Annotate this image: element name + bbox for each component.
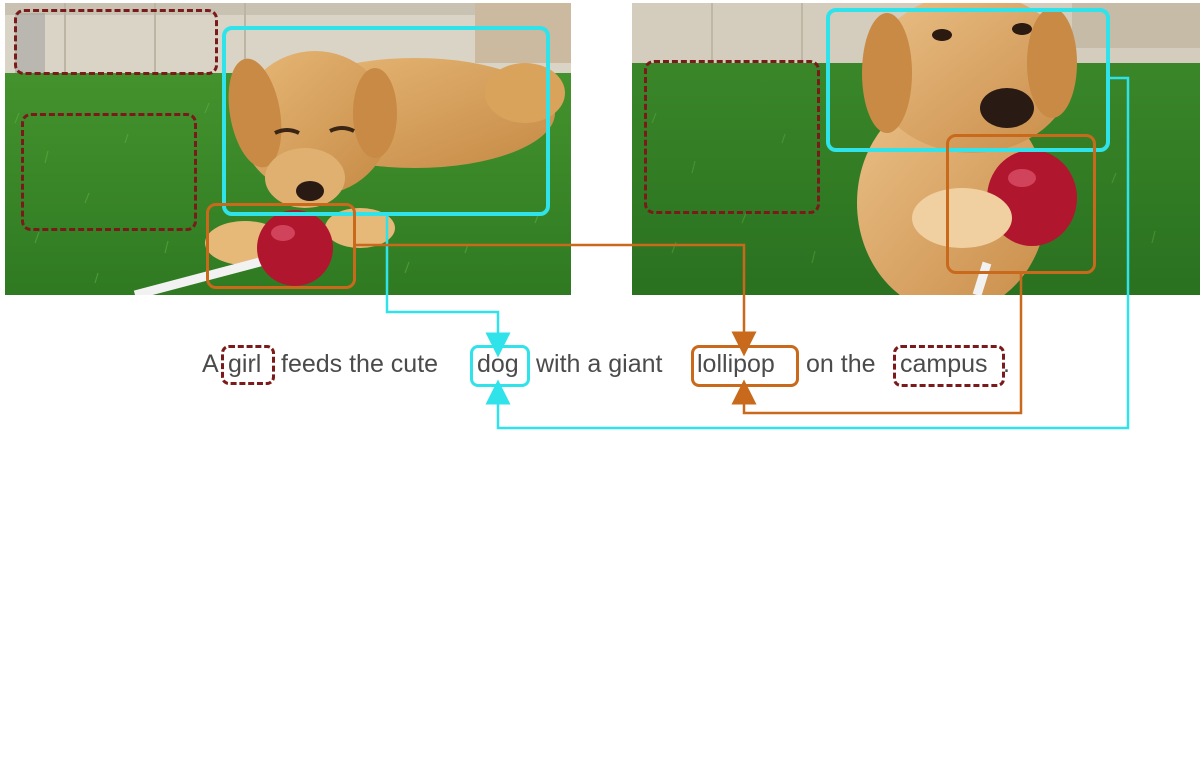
- word-dog: dog: [477, 349, 519, 379]
- word-feeds-the-cute: feeds the cute: [281, 349, 438, 379]
- word-campus: campus: [900, 349, 988, 379]
- word-a: A: [202, 349, 219, 379]
- lollipop-connector-left: [356, 245, 744, 344]
- dog-connector-left: [387, 216, 498, 345]
- word-period: .: [1003, 349, 1010, 379]
- caption-sentence: A girl feeds the cute dog with a giant l…: [0, 343, 1201, 389]
- word-with-a-giant: with a giant: [536, 349, 662, 379]
- word-lollipop: lollipop: [697, 349, 775, 379]
- word-girl: girl: [228, 349, 261, 379]
- word-on-the: on the: [806, 349, 876, 379]
- diagram-stage: A girl feeds the cute dog with a giant l…: [0, 0, 1201, 430]
